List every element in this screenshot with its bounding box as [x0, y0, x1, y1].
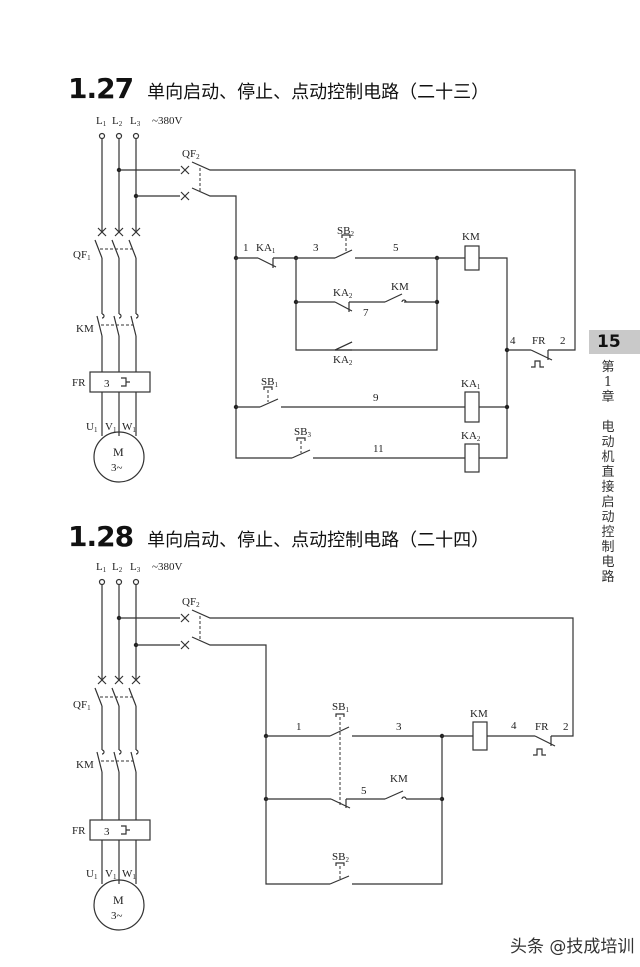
side-label-char: 电: [601, 420, 615, 435]
qf2-label-b: QF2: [182, 596, 200, 609]
sb2-label-b: SB2: [332, 851, 349, 864]
side-label-char: 机: [601, 450, 615, 465]
km-coil-label-b: KM: [470, 708, 488, 720]
fr-nc-label-b: FR: [535, 721, 549, 733]
side-label-char: 控: [601, 525, 615, 540]
node-2-b: 2: [563, 721, 569, 733]
page-number-tab: 15: [589, 330, 640, 354]
voltage-label-b: ~380V: [152, 561, 182, 573]
node-1-b: 1: [296, 721, 302, 733]
ka2-no-label: KA2: [333, 354, 353, 367]
km-aux-label-b: KM: [390, 773, 408, 785]
side-label-char: 启: [601, 495, 615, 510]
fr-heater-count-b: 3: [104, 826, 110, 838]
km-main-label-b: KM: [76, 759, 94, 771]
ka1-coil: [464, 391, 480, 423]
side-label-char: 制: [601, 540, 615, 555]
side-label-char: 路: [601, 570, 615, 585]
label-l3: L3: [130, 115, 141, 128]
fr-main-label: FR: [72, 377, 86, 389]
km-main-label: KM: [76, 323, 94, 335]
ka2-coil-label: KA2: [461, 430, 481, 443]
motor-label: M: [113, 445, 124, 459]
ka1-coil-label: KA1: [461, 378, 481, 391]
qf2-label: QF2: [182, 148, 200, 161]
v1-label-b: V1: [105, 868, 117, 881]
watermark: 头条 @技成培训: [510, 937, 635, 957]
diagram-1-27: L1 L2 L3 ~380V QF1 KM FR 3 U1 V1 W1 M 3~: [72, 115, 576, 483]
node-5-b: 5: [361, 785, 367, 797]
label-l2: L2: [112, 115, 123, 128]
label-l2-b: L2: [112, 561, 123, 574]
sb1-label: SB1: [261, 376, 278, 389]
sb1-label-b: SB1: [332, 701, 349, 714]
node-7: 7: [363, 307, 369, 319]
label-l1: L1: [96, 115, 107, 128]
side-label-char: 章: [601, 390, 615, 405]
label-l1-b: L1: [96, 561, 107, 574]
qf1-label-b: QF1: [73, 699, 91, 712]
side-label-char: 1: [603, 375, 613, 390]
km-coil-label: KM: [462, 231, 480, 243]
label-l3-b: L3: [130, 561, 141, 574]
diagram-1-28: L1 L2 L3 ~380V QF1 KM FR 3 U1 V1 W1 M 3~…: [72, 561, 574, 931]
side-label-char: 电: [601, 555, 615, 570]
km-aux-label: KM: [391, 281, 409, 293]
side-label-char: 动: [601, 435, 615, 450]
node-4: 4: [510, 335, 516, 347]
voltage-label: ~380V: [152, 115, 182, 127]
node-3: 3: [313, 242, 319, 254]
w1-label-b: W1: [122, 868, 136, 881]
sb3-label: SB3: [294, 426, 311, 439]
side-label-char: 第: [601, 360, 615, 375]
km-coil: [464, 245, 480, 271]
sb2-label: SB2: [337, 225, 354, 238]
qf1-label: QF1: [73, 249, 91, 262]
v1-label: V1: [105, 421, 117, 434]
fr-main-label-b: FR: [72, 825, 86, 837]
node-3-b: 3: [396, 721, 402, 733]
node-5: 5: [393, 242, 399, 254]
fr-nc-label: FR: [532, 335, 546, 347]
node-1: 1: [243, 242, 249, 254]
motor-phase: 3~: [111, 462, 123, 474]
node-9: 9: [373, 392, 379, 404]
ka1-nc-label: KA1: [256, 242, 276, 255]
side-label-char: 接: [601, 480, 615, 495]
motor-phase-b: 3~: [111, 910, 123, 922]
u1-label-b: U1: [86, 868, 98, 881]
side-label-char: 动: [601, 510, 615, 525]
side-label-char: 直: [601, 465, 615, 480]
motor-label-b: M: [113, 893, 124, 907]
ka2-nc-label: KA2: [333, 287, 353, 300]
motor-symbol-b: [93, 879, 145, 931]
u1-label: U1: [86, 421, 98, 434]
motor-symbol: [93, 431, 145, 483]
km-coil-b: [472, 721, 488, 751]
ka2-coil: [464, 443, 480, 473]
node-4-b: 4: [511, 720, 517, 732]
node-11: 11: [373, 443, 384, 455]
fr-heater-count: 3: [104, 378, 110, 390]
node-2: 2: [560, 335, 566, 347]
